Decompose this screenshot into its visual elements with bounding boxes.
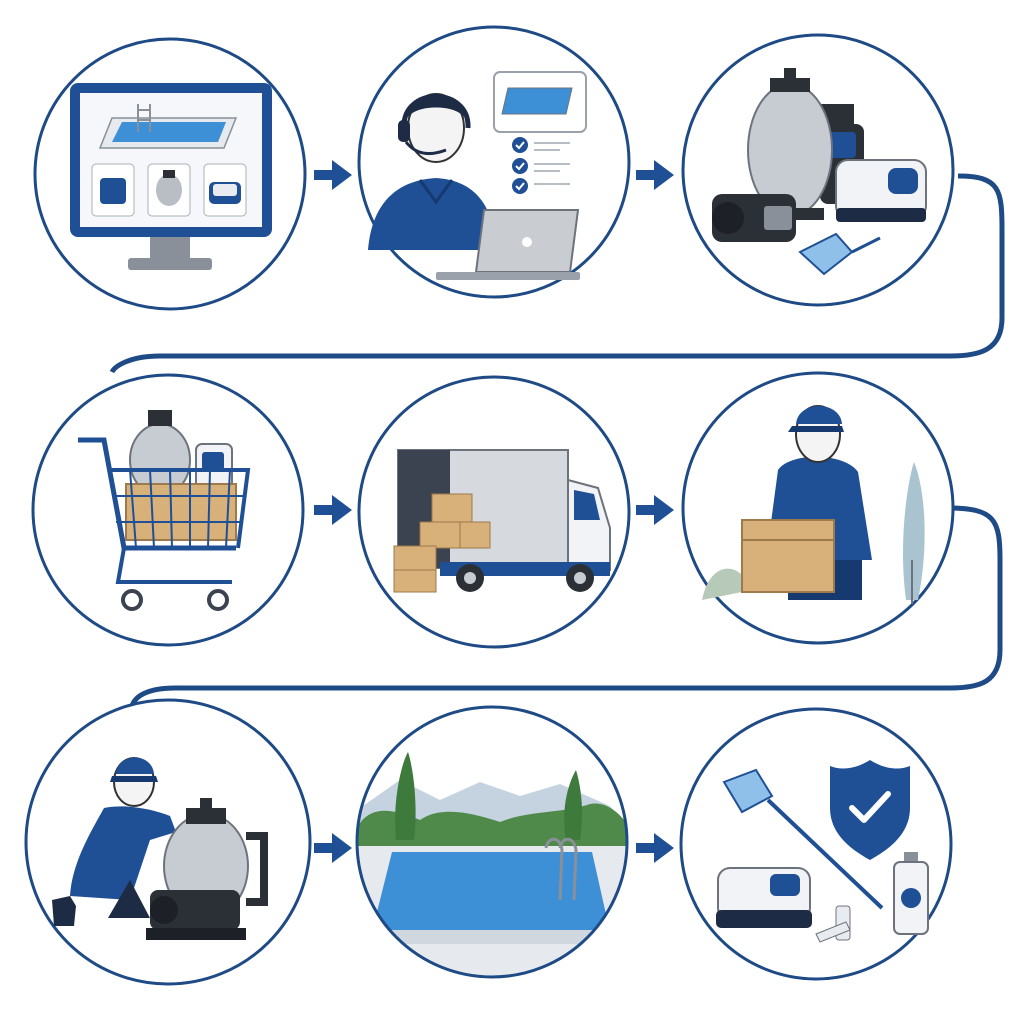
arrow-right-icon [314, 160, 352, 190]
pump-filter-icon [712, 68, 927, 276]
step-shipping [357, 375, 631, 649]
arrow-right-icon [636, 833, 674, 863]
skimmer-net-icon [722, 768, 884, 910]
arrow-right-icon [636, 495, 674, 525]
courier-box-icon [702, 405, 925, 604]
computer-monitor-icon [70, 83, 272, 270]
flow-arrows [314, 160, 674, 863]
arrow-right-icon [636, 160, 674, 190]
step-browse-online [33, 37, 307, 311]
swimming-pool-icon [357, 707, 627, 977]
row-connector-1-2 [109, 173, 1005, 374]
row-connector-2-3 [129, 505, 1003, 707]
chemical-bottle-icon [893, 852, 929, 935]
step-add-to-cart [31, 373, 305, 647]
step-enjoy-pool [355, 705, 629, 979]
step-pool-equipment [681, 33, 955, 307]
step-customer-support [357, 25, 631, 299]
arrow-right-icon [314, 495, 352, 525]
delivery-truck-icon [393, 449, 611, 593]
step-maintenance [679, 707, 953, 981]
test-strips-icon [815, 905, 851, 943]
arrow-right-icon [314, 833, 352, 863]
headset-agent-icon [368, 71, 587, 280]
robot-cleaner-icon [716, 867, 812, 928]
step-delivery [681, 371, 955, 645]
shield-check-icon [830, 760, 910, 860]
shopping-cart-icon [78, 410, 251, 611]
step-installation [24, 698, 312, 986]
technician-icon [52, 757, 268, 940]
